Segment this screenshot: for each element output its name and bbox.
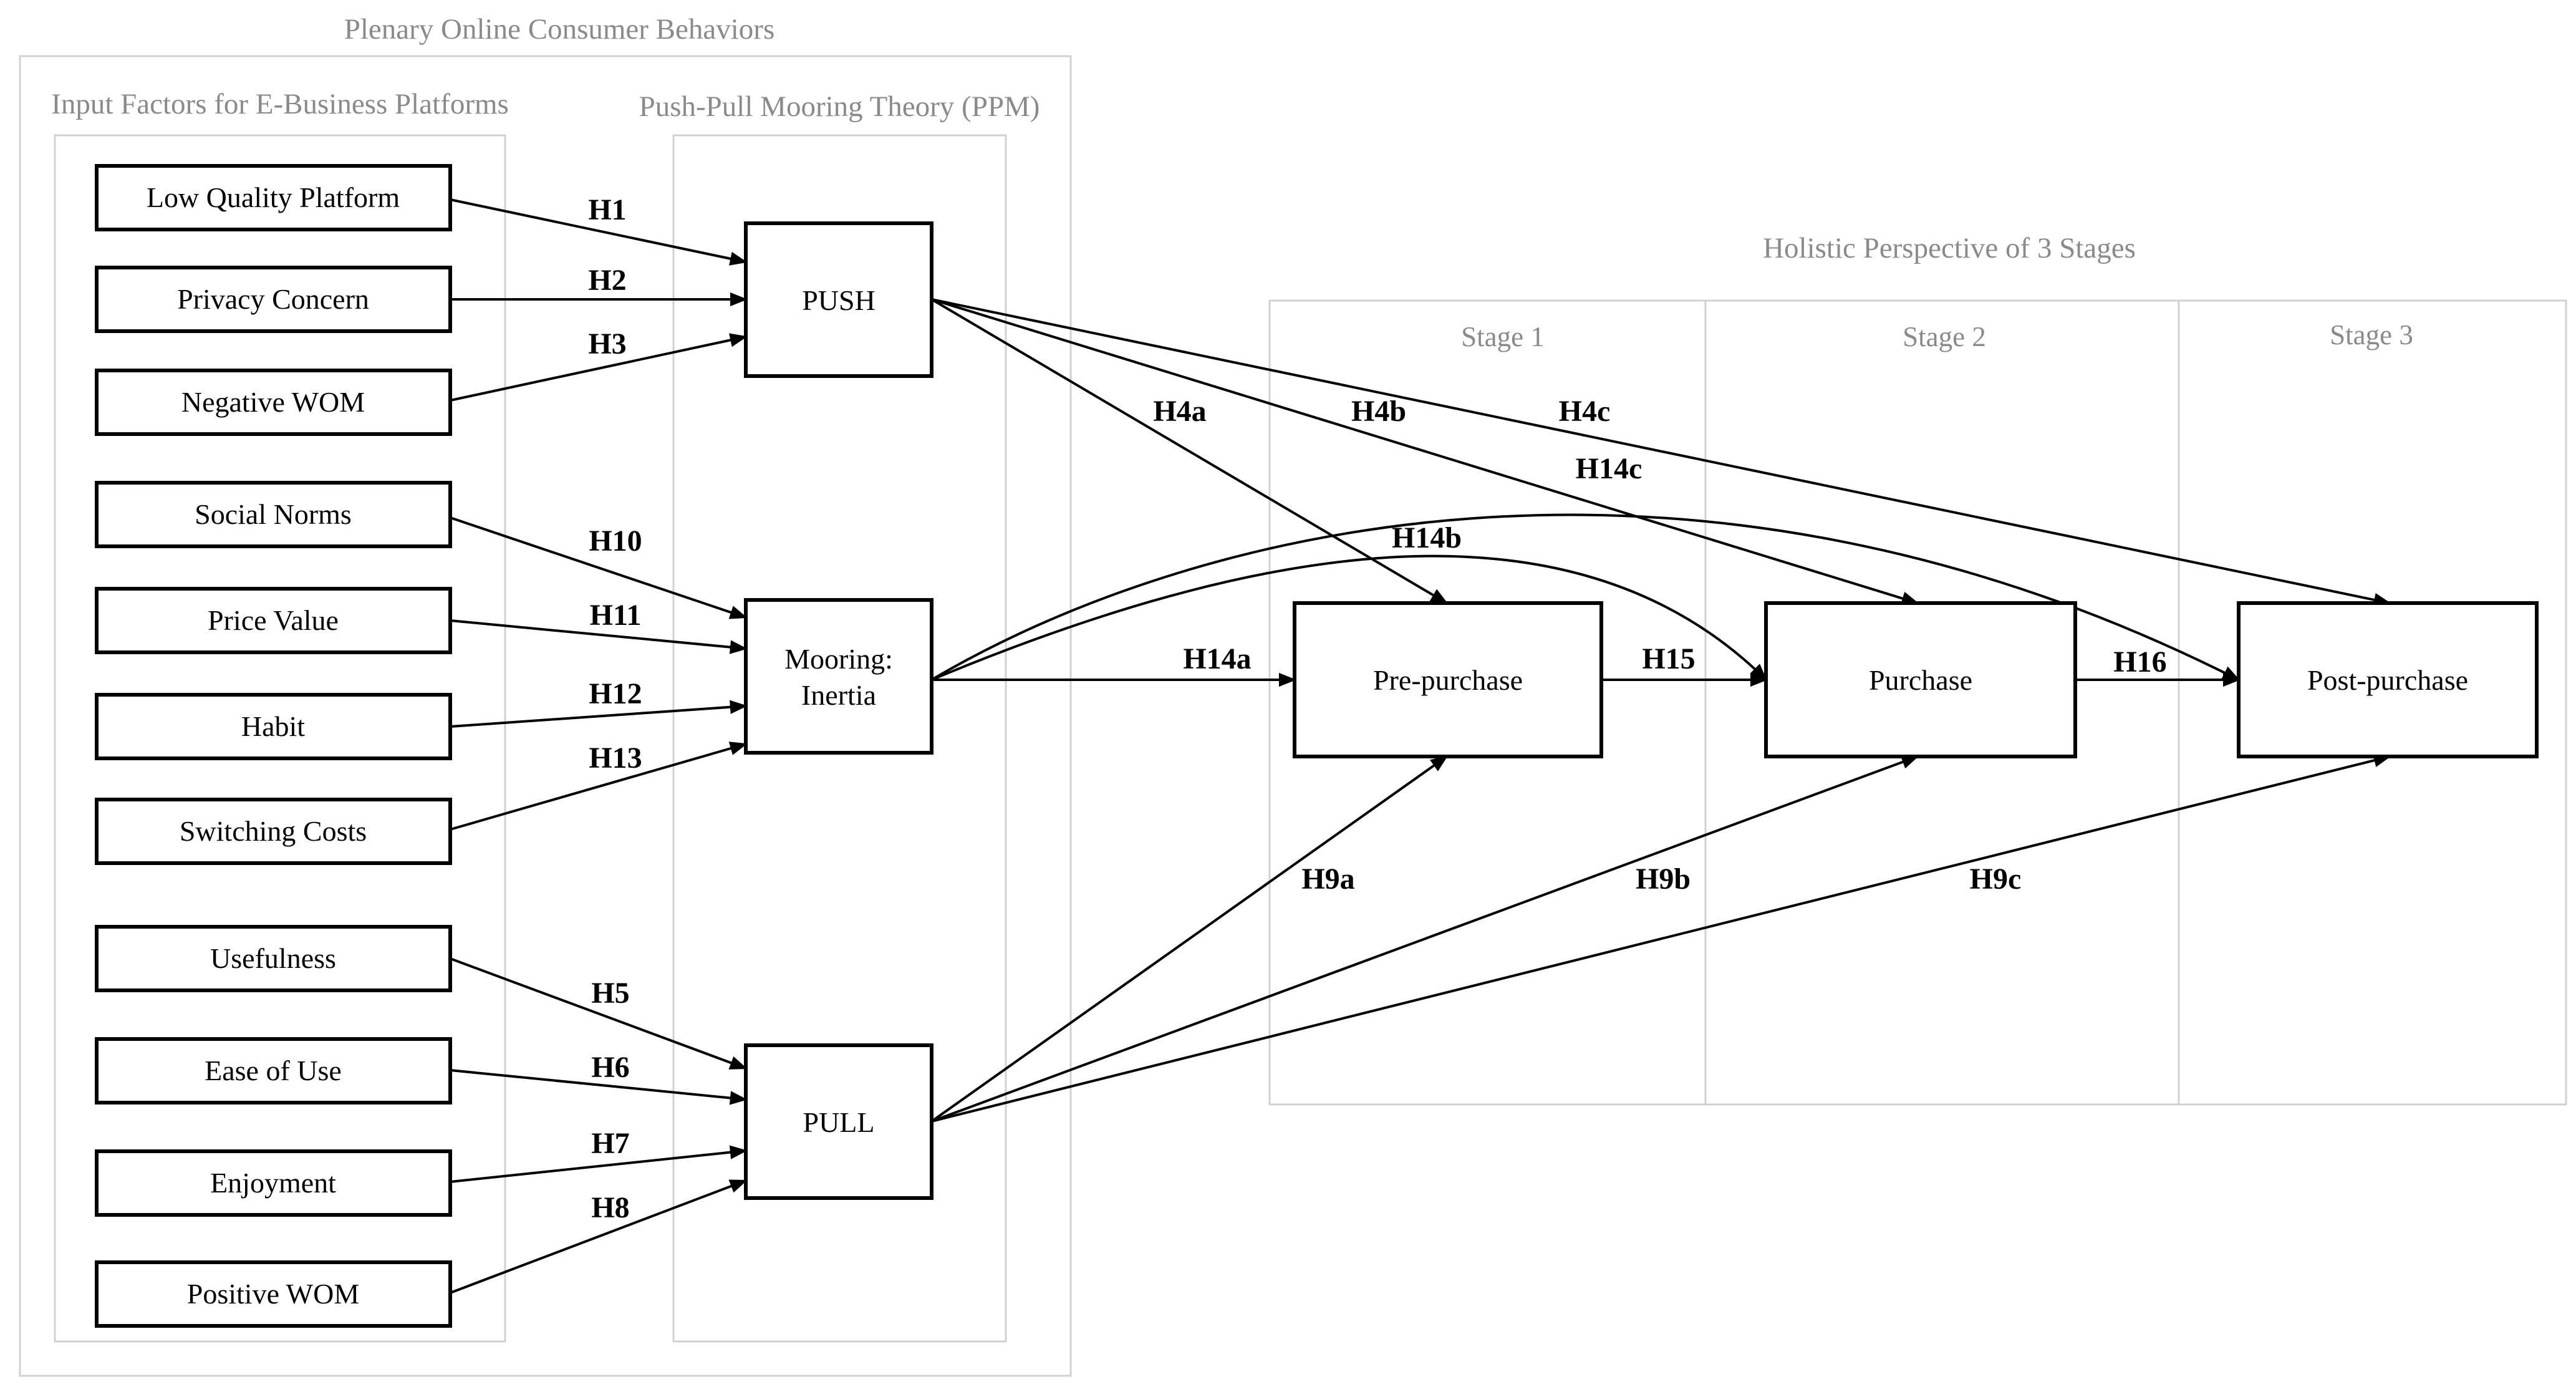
label-h3: H3 — [588, 327, 626, 360]
factor-negative-wom: Negative WOM — [95, 369, 452, 436]
construct-pull: PULL — [744, 1043, 933, 1200]
factor-label: Positive WOM — [187, 1278, 359, 1310]
edge-h4a — [930, 298, 1449, 604]
factor-label: Usefulness — [210, 942, 336, 974]
stage-1-title: Stage 1 — [1461, 321, 1545, 352]
construct-label-line1: Mooring: — [784, 643, 893, 675]
factor-price-value: Price Value — [95, 587, 452, 654]
edge-h14b — [931, 554, 1767, 681]
factor-positive-wom: Positive WOM — [95, 1260, 452, 1328]
label-h6: H6 — [591, 1051, 629, 1084]
stage-label: Post-purchase — [2307, 664, 2468, 696]
factor-switching-costs: Switching Costs — [95, 798, 452, 865]
holistic-title: Holistic Perspective of 3 Stages — [1763, 232, 2136, 264]
construct-mooring-inertia: Mooring: Inertia — [744, 598, 933, 755]
factor-label: Social Norms — [195, 498, 352, 530]
construct-push: PUSH — [744, 221, 933, 378]
stage-label: Purchase — [1869, 664, 1972, 696]
factor-label: Switching Costs — [180, 815, 367, 847]
input-factors-title: Input Factors for E-Business Platforms — [51, 88, 509, 120]
label-h1: H1 — [588, 193, 626, 226]
edge-h5 — [450, 957, 748, 1070]
factor-label: Enjoyment — [210, 1167, 336, 1199]
factor-label: Price Value — [208, 604, 339, 636]
edge-h4b — [931, 298, 1919, 606]
factor-ease-of-use: Ease of Use — [95, 1037, 452, 1104]
label-h15: H15 — [1642, 642, 1695, 675]
stage-label: Pre-purchase — [1373, 664, 1523, 696]
edge-h9c — [931, 753, 2391, 1123]
label-h12: H12 — [589, 677, 642, 710]
edge-h9b — [931, 755, 1919, 1123]
label-h16: H16 — [2113, 645, 2166, 679]
stage-2-title: Stage 2 — [1903, 321, 1986, 352]
edge-h9a — [930, 755, 1449, 1123]
label-h14b: H14b — [1392, 521, 1462, 554]
stage-post-purchase: Post-purchase — [2237, 601, 2539, 758]
label-h4a: H4a — [1153, 395, 1206, 428]
edge-h13 — [450, 742, 748, 831]
label-h5: H5 — [591, 977, 629, 1010]
stage-purchase: Purchase — [1764, 601, 2077, 758]
input-factors-frame — [54, 134, 506, 1343]
factor-privacy-concern: Privacy Concern — [95, 266, 452, 333]
factor-social-norms: Social Norms — [95, 481, 452, 548]
label-h7: H7 — [591, 1127, 629, 1160]
edge-h10 — [450, 516, 748, 619]
edge-h6 — [450, 1069, 748, 1105]
edge-h4c — [931, 298, 2391, 607]
label-h14c: H14c — [1576, 452, 1643, 485]
label-h9a: H9a — [1301, 863, 1354, 896]
factor-enjoyment: Enjoyment — [95, 1149, 452, 1217]
holistic-stages-frame — [1268, 299, 2567, 1106]
ppm-title: Push-Pull Mooring Theory (PPM) — [639, 90, 1040, 123]
label-h9c: H9c — [1970, 863, 2022, 896]
factor-label: Ease of Use — [205, 1055, 342, 1086]
label-h9b: H9b — [1636, 863, 1691, 896]
factor-label: Privacy Concern — [177, 283, 369, 315]
edge-h12 — [450, 700, 748, 728]
label-h13: H13 — [589, 742, 642, 775]
label-h4b: H4b — [1351, 395, 1406, 428]
label-h8: H8 — [591, 1191, 629, 1224]
edge-h11 — [450, 619, 748, 654]
factor-label: Negative WOM — [181, 386, 365, 418]
label-h2: H2 — [588, 264, 626, 297]
factor-label: Habit — [241, 710, 305, 742]
factor-usefulness: Usefulness — [95, 925, 452, 992]
edge-h14c — [930, 513, 2241, 681]
outer-group-title: Plenary Online Consumer Behaviors — [344, 13, 775, 46]
factor-label: Low Quality Platform — [147, 181, 400, 213]
outer-behaviors-frame — [19, 55, 1072, 1377]
label-h10: H10 — [589, 524, 642, 558]
construct-label: PULL — [803, 1106, 875, 1138]
edge-h7 — [450, 1145, 748, 1183]
construct-label: PUSH — [802, 284, 876, 316]
stage-pre-purchase: Pre-purchase — [1293, 601, 1603, 758]
edge-h1 — [450, 198, 748, 266]
label-h11: H11 — [590, 599, 642, 632]
construct-label-line2: Inertia — [801, 679, 876, 711]
factor-low-quality-platform: Low Quality Platform — [95, 164, 452, 231]
ppm-frame — [672, 134, 1007, 1343]
edge-h3 — [450, 333, 748, 402]
stage-3-title: Stage 3 — [2330, 319, 2413, 350]
edge-h8 — [450, 1179, 748, 1294]
label-h14a: H14a — [1183, 642, 1251, 675]
factor-habit: Habit — [95, 693, 452, 760]
label-h4c: H4c — [1559, 395, 1611, 428]
